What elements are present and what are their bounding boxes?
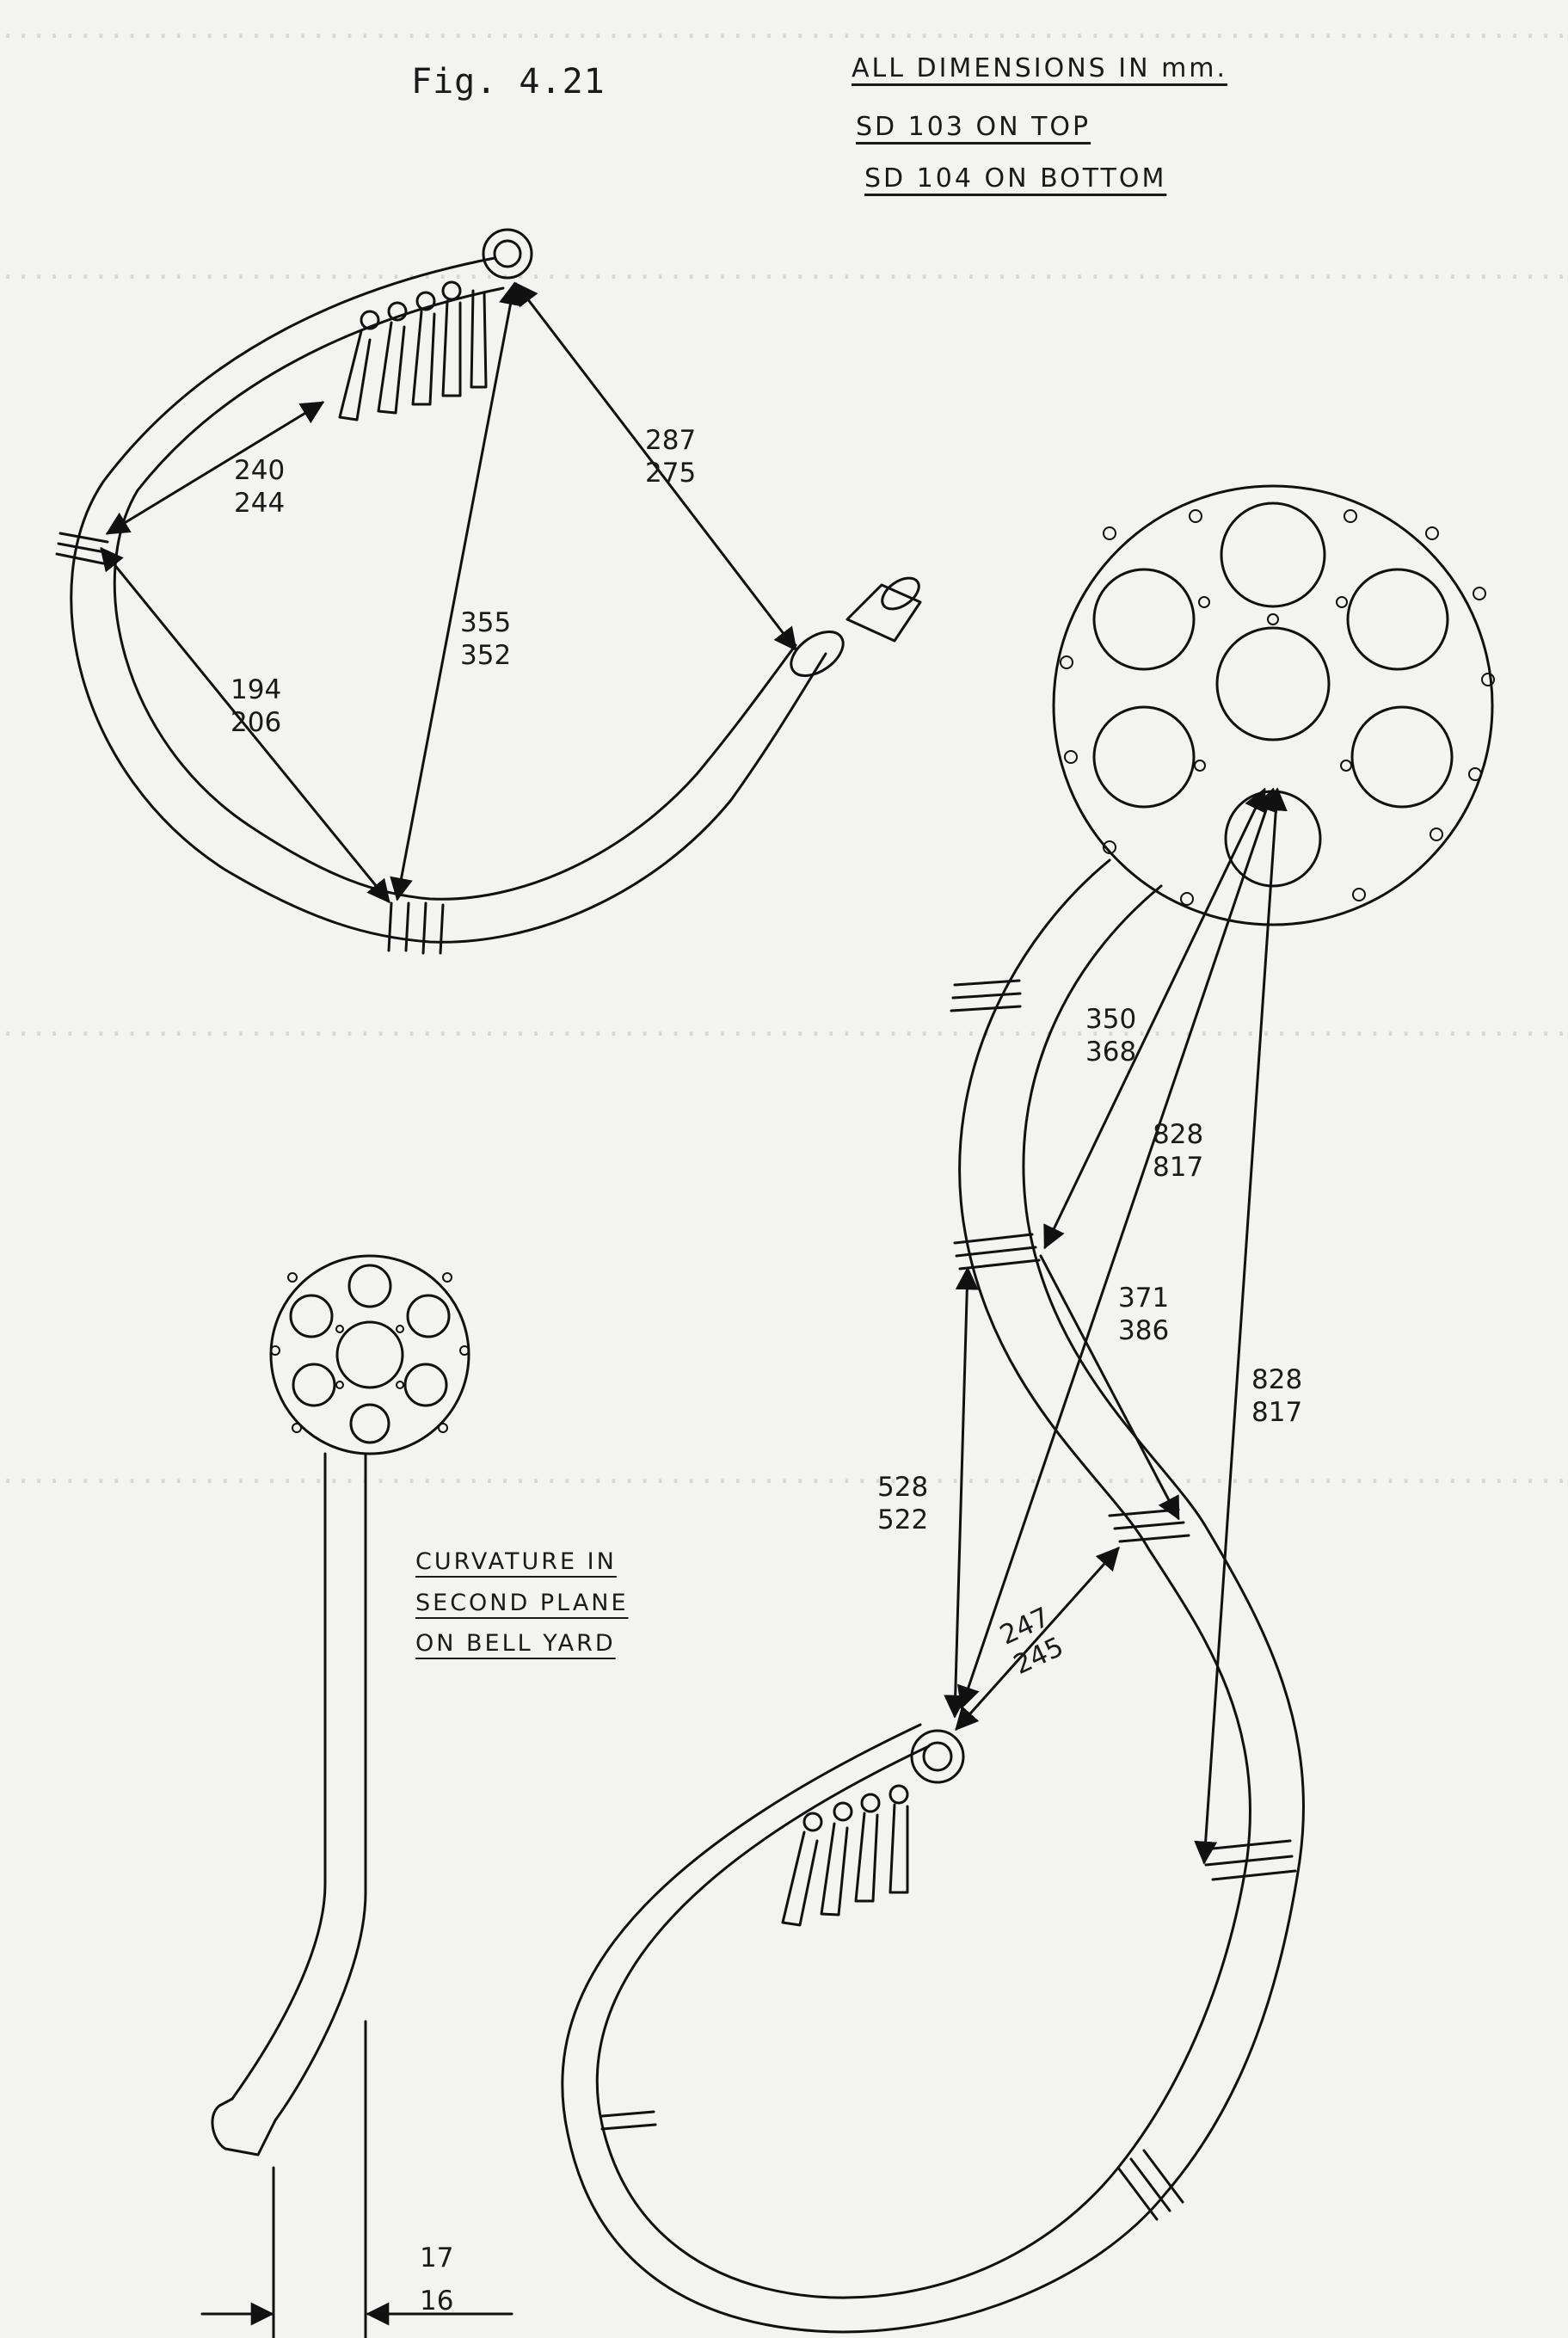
side-pipe-right xyxy=(274,1452,367,2122)
dim-value-top: 287 xyxy=(645,425,697,456)
dim-value-bottom: 206 xyxy=(231,707,282,738)
bottom-ferrule xyxy=(600,2110,657,2131)
bottom-pipe-hole xyxy=(1220,501,1326,608)
dim-label: 371 386 xyxy=(1118,1282,1169,1347)
bottom-tube-right xyxy=(561,884,1305,2334)
bottom-ferrule xyxy=(1202,1839,1297,1881)
note-line-3: SD 104 ON BOTTOM xyxy=(864,163,1167,194)
bottom-disc-bolts xyxy=(1060,509,1495,906)
dim-label: 287 275 xyxy=(645,424,696,489)
dim-value-bottom: 352 xyxy=(460,640,512,671)
top-keys xyxy=(338,280,488,421)
top-ferrule xyxy=(55,532,109,565)
bottom-pipe-hole xyxy=(1092,705,1196,809)
bleed-through-text: ........................................… xyxy=(0,1015,1568,1041)
dim-value-bottom: 244 xyxy=(234,488,286,519)
top-tube-outer xyxy=(70,256,827,944)
bottom-pipe-hole xyxy=(1346,568,1449,671)
dim-value-bottom: 817 xyxy=(1153,1152,1204,1183)
side-pipe-left xyxy=(231,1452,327,2101)
bottom-pipe-hole xyxy=(1350,705,1454,809)
dim-value-top: 828 xyxy=(1153,1119,1204,1150)
bottom-instrument xyxy=(561,484,1495,2334)
dim-value-top: 528 xyxy=(877,1472,929,1503)
dim-value-bottom: 817 xyxy=(1251,1397,1303,1428)
top-mouthpiece-ring-inner xyxy=(493,239,522,268)
bottom-dim-line xyxy=(1194,787,1288,1865)
dim-label: 828 817 xyxy=(1153,1118,1203,1184)
dim-label: 194 206 xyxy=(231,674,281,739)
dim-value-top: 194 xyxy=(231,674,282,705)
curvature-note-line-1: CURVATURE IN xyxy=(415,1548,617,1575)
note-line-1: ALL DIMENSIONS IN mm. xyxy=(852,53,1228,83)
dim-label: 240 244 xyxy=(234,454,285,520)
dim-value-bottom: 368 xyxy=(1085,1037,1137,1067)
side-stock-disc xyxy=(269,1254,470,1455)
top-dim-line xyxy=(105,401,325,535)
dim-label: 350 368 xyxy=(1085,1003,1136,1068)
dim-label: 355 352 xyxy=(460,606,511,672)
dim-value-top: 350 xyxy=(1085,1004,1137,1035)
dim-value-top: 371 xyxy=(1118,1283,1170,1314)
bottom-mouthpiece-ring xyxy=(910,1729,965,1784)
figure-title: Fig. 4.21 xyxy=(411,62,606,102)
top-dim-line xyxy=(100,546,390,904)
dim-value-top: 828 xyxy=(1251,1364,1303,1395)
side-pipe-end xyxy=(211,2097,277,2156)
top-mouthpiece-ring xyxy=(482,228,533,280)
dim-label: 528 522 xyxy=(877,1471,928,1536)
dim-label: 17 16 xyxy=(420,2242,453,2317)
top-instrument xyxy=(55,228,922,955)
bottom-pipe-hole xyxy=(1215,626,1331,741)
dim-label: 828 817 xyxy=(1251,1363,1302,1429)
dim-value-bottom: 16 xyxy=(420,2286,454,2316)
dim-value-top: 17 xyxy=(420,2243,454,2273)
bottom-dim-line xyxy=(1039,1254,1180,1521)
dim-value-bottom: 522 xyxy=(877,1504,929,1535)
side-view xyxy=(200,1254,513,2338)
bottom-ferrule xyxy=(1116,2149,1184,2221)
bottom-ferrule xyxy=(950,979,1022,1012)
bleed-through-text: ........................................… xyxy=(0,17,1568,43)
bottom-pipe-hole xyxy=(1092,568,1196,671)
bottom-keys xyxy=(781,1784,909,1927)
top-bell-end xyxy=(790,576,922,677)
dim-value-bottom: 275 xyxy=(645,458,697,489)
bottom-mouthpiece-ring-inner xyxy=(922,1741,953,1772)
bleed-through-text: ........................................… xyxy=(0,1462,1568,1488)
bottom-dim-line xyxy=(944,1266,979,1719)
bottom-tube-left xyxy=(595,858,1251,2299)
dim-value-bottom: 386 xyxy=(1118,1315,1170,1346)
curvature-note-line-2: SECOND PLANE xyxy=(415,1590,629,1616)
bleed-through-text: ........................................… xyxy=(0,258,1568,284)
dim-value-top: 355 xyxy=(460,607,512,638)
note-line-2: SD 103 ON TOP xyxy=(856,112,1091,142)
top-dim-line xyxy=(390,281,522,901)
curvature-note-line-3: ON BELL YARD xyxy=(415,1630,616,1657)
top-ferrule xyxy=(387,901,445,955)
dim-value-top: 240 xyxy=(234,455,286,486)
top-dim-line xyxy=(514,281,797,652)
bottom-dim-line xyxy=(955,1546,1120,1732)
